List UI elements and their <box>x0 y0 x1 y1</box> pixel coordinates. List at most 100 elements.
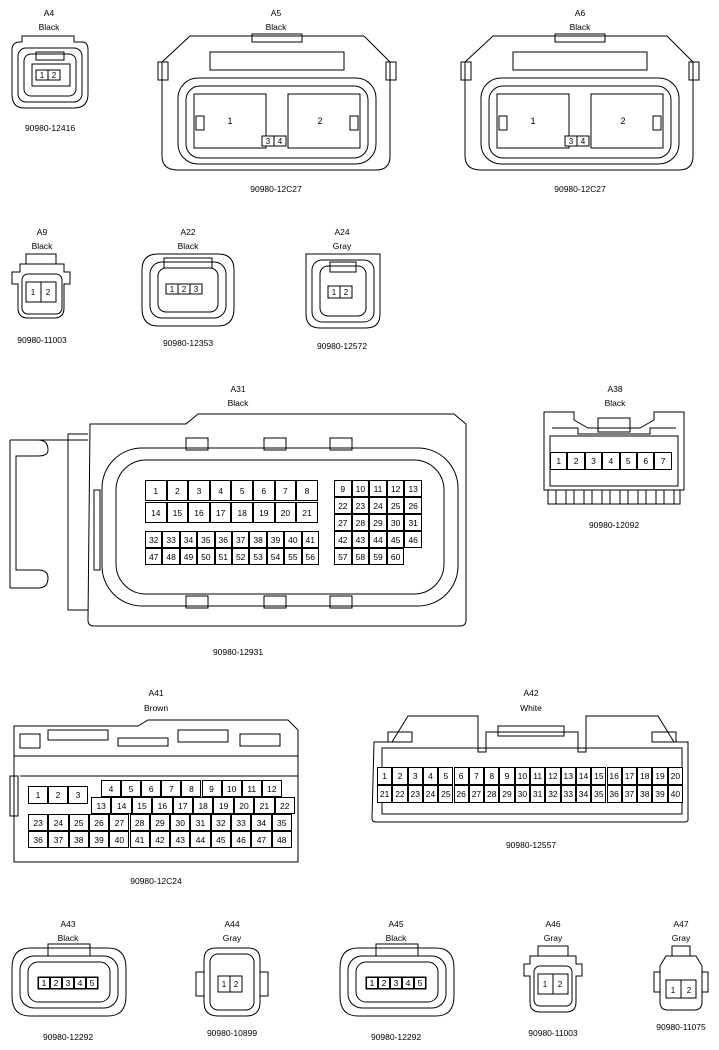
a31-pin: 46 <box>404 531 422 548</box>
a31-pin: 38 <box>249 531 267 548</box>
a5-pin: 2 <box>317 116 322 126</box>
a31-color: Black <box>227 398 249 408</box>
a41-pin: 18 <box>193 797 214 814</box>
a42-part: 90980-12557 <box>505 840 557 850</box>
a41-pin: 43 <box>170 831 191 848</box>
a5-pin: 4 <box>278 137 283 146</box>
a42-pin: 18 <box>637 767 653 785</box>
a31-pin: 16 <box>188 502 210 523</box>
a42-pin: 33 <box>560 785 576 803</box>
a41-pin: 39 <box>88 831 110 848</box>
a6-part: 90980-12C27 <box>554 184 606 194</box>
a4-color: Black <box>38 22 60 32</box>
a46-color: Gray <box>543 933 563 943</box>
a31-pin: 58 <box>351 548 370 565</box>
a31-pin: 13 <box>404 480 422 497</box>
a31-pin: 29 <box>369 514 387 531</box>
a46-pin: 1 <box>543 980 548 989</box>
a41-color: Brown <box>143 703 169 713</box>
a38-pin: 5 <box>619 452 637 470</box>
a31-pin: 40 <box>284 531 302 548</box>
a38-pin: 6 <box>637 452 655 470</box>
a42-pin: 40 <box>667 785 683 803</box>
a47-pin: 2 <box>687 986 692 995</box>
a31-pin: 37 <box>232 531 250 548</box>
a43-pin: 2 <box>50 977 62 989</box>
a41-pin: 21 <box>254 797 275 814</box>
a41-pin: 8 <box>181 780 202 797</box>
a6-pin: 3 <box>569 137 574 146</box>
a41-pin: 47 <box>251 831 272 848</box>
a41-pin: 48 <box>271 831 292 848</box>
a31-pin: 15 <box>166 502 189 523</box>
a31-pin: 44 <box>369 531 387 548</box>
a42-pin: 28 <box>484 785 500 803</box>
a41-pin: 28 <box>129 814 150 831</box>
a31-pin: 3 <box>188 480 210 501</box>
a45-part: 90980-12292 <box>370 1032 422 1042</box>
a5-pin: 1 <box>227 116 232 126</box>
a42-pin: 13 <box>560 767 576 785</box>
a6-id: A6 <box>574 8 586 18</box>
a31-pin: 22 <box>334 497 352 514</box>
a31-pin: 39 <box>266 531 285 548</box>
a41-pin: 1 <box>28 786 48 804</box>
a47-color: Gray <box>671 933 691 943</box>
a31-pin: 2 <box>166 480 189 501</box>
a42-pin: 9 <box>499 767 515 785</box>
a41-pin: 22 <box>274 797 295 814</box>
a42-pin: 2 <box>392 767 408 785</box>
a41-pin: 4 <box>101 780 122 797</box>
a42-pin: 12 <box>545 767 561 785</box>
a43-connector <box>11 943 127 1017</box>
a5-part: 90980-12C27 <box>250 184 302 194</box>
a5-color: Black <box>265 22 287 32</box>
a41-pin: 7 <box>161 780 182 797</box>
a42-pin: 32 <box>545 785 561 803</box>
a42-pin: 19 <box>652 767 668 785</box>
a4-pin: 1 <box>40 71 45 80</box>
a38-pin: 4 <box>602 452 620 470</box>
a42-pin: 15 <box>591 767 607 785</box>
a42-pin: 3 <box>407 767 423 785</box>
a44-part: 90980-10899 <box>206 1028 258 1038</box>
a42-pin: 29 <box>499 785 515 803</box>
a22-id: A22 <box>180 227 196 237</box>
a41-pin: 29 <box>149 814 171 831</box>
a31-pin: 5 <box>231 480 253 501</box>
a31-pin: 25 <box>386 497 405 514</box>
a41-pin: 30 <box>170 814 191 831</box>
a31-pin: 56 <box>301 548 319 565</box>
a41-pin: 27 <box>109 814 130 831</box>
a42-pin: 21 <box>377 785 393 803</box>
a42-pin: 27 <box>468 785 485 803</box>
a41-pin: 41 <box>129 831 150 848</box>
a24-pin: 1 <box>332 288 337 297</box>
a31-pin: 34 <box>179 531 198 548</box>
a22-connector: 1 2 3 <box>141 253 235 327</box>
a9-color: Black <box>31 241 53 251</box>
a41-pin: 40 <box>109 831 130 848</box>
a5-id: A5 <box>270 8 282 18</box>
a31-pin: 55 <box>284 548 302 565</box>
a31-pin: 6 <box>253 480 275 501</box>
a41-pin: 10 <box>221 780 242 797</box>
a41-pin: 20 <box>233 797 255 814</box>
a42-pin: 25 <box>438 785 454 803</box>
a41-pin: 24 <box>48 814 69 831</box>
a42-pin: 16 <box>606 767 622 785</box>
a31-pin: 21 <box>296 502 318 523</box>
a42-pin: 35 <box>591 785 607 803</box>
a42-pin: 36 <box>606 785 622 803</box>
a31-pin: 43 <box>351 531 370 548</box>
a38-pin: 7 <box>654 452 672 470</box>
a38-pin: 1 <box>550 452 568 470</box>
a42-pin: 22 <box>392 785 408 803</box>
a9-pin: 2 <box>46 288 51 297</box>
a31-pin: 60 <box>386 548 405 565</box>
a5-connector: 1 2 3 4 <box>157 33 397 171</box>
a41-pin: 19 <box>213 797 234 814</box>
a47-id: A47 <box>673 919 689 929</box>
a24-part: 90980-12572 <box>316 341 368 351</box>
a31-pin: 50 <box>197 548 215 565</box>
